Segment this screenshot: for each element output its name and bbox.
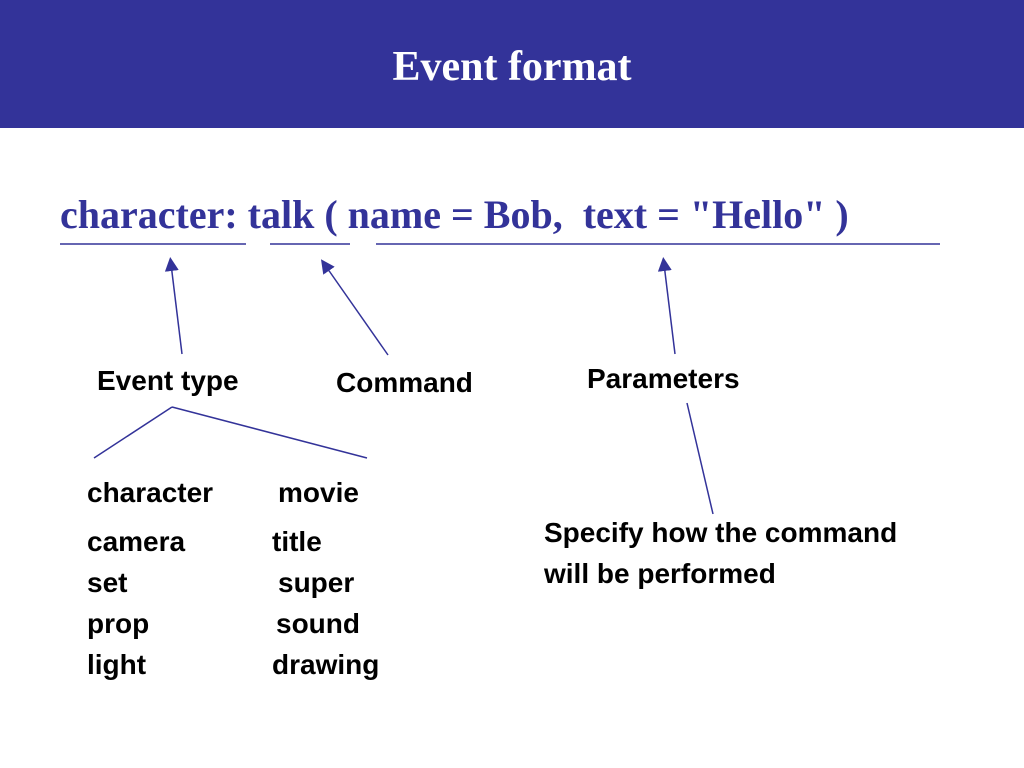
event-type-character: character xyxy=(87,477,214,508)
event-type-light: light xyxy=(87,649,147,680)
syntax-event-type: character: xyxy=(60,192,238,237)
slide-title: Event format xyxy=(392,44,632,90)
event-type-camera: camera xyxy=(87,526,186,557)
arrow-event-type xyxy=(164,257,183,355)
parameters-description-line-1: Specify how the command xyxy=(544,517,898,548)
event-syntax: character: talk ( name = Bob, text = "He… xyxy=(60,190,849,240)
branch-right xyxy=(171,406,368,459)
label-parameters: Parameters xyxy=(587,363,740,394)
connector-parameters xyxy=(686,402,714,515)
label-event-type: Event type xyxy=(97,365,239,396)
arrow-parameters xyxy=(657,257,676,355)
event-type-movie: movie xyxy=(278,477,359,508)
label-command: Command xyxy=(336,367,473,398)
event-type-set: set xyxy=(87,567,128,598)
event-type-super: super xyxy=(278,567,355,598)
event-type-sound: sound xyxy=(276,608,360,639)
syntax-parameters: ( name = Bob, text = "Hello" ) xyxy=(324,192,849,237)
branch-left xyxy=(93,406,173,459)
event-type-drawing: drawing xyxy=(272,649,380,680)
syntax-command: talk xyxy=(247,192,315,237)
parameters-description-line-2: will be performed xyxy=(544,558,776,589)
arrow-command xyxy=(320,259,389,356)
event-type-prop: prop xyxy=(87,608,150,639)
header-bar xyxy=(0,0,1024,128)
event-type-title: title xyxy=(272,526,322,557)
